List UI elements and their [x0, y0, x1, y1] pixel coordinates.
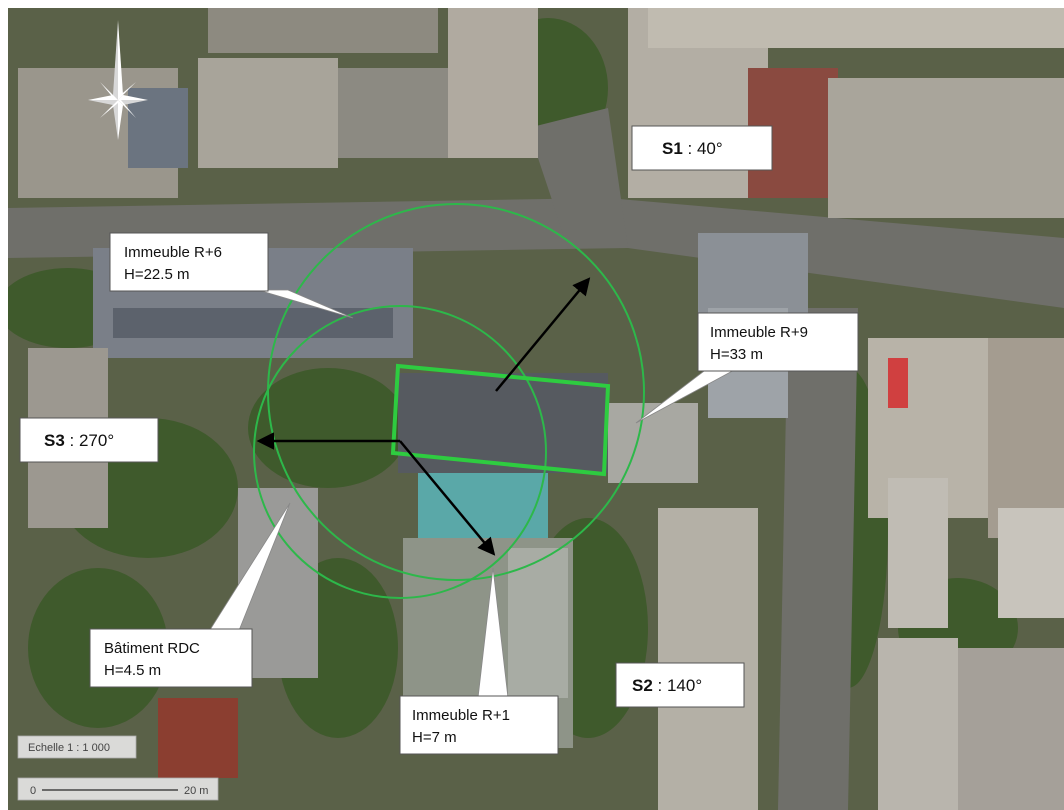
building-r6-name: Immeuble R+6: [124, 244, 222, 261]
sector-s3-sep: :: [65, 431, 79, 450]
svg-text:S3 : 270°: S3 : 270°: [44, 431, 114, 450]
svg-text:S1 : 40°: S1 : 40°: [662, 139, 723, 158]
sector-s2-arrow: [399, 440, 496, 556]
building-r9-name: Immeuble R+9: [710, 324, 808, 341]
sector-label-s3[interactable]: S3 : 270°: [19, 417, 159, 463]
scale-ratio: Echelle 1 : 1 000: [28, 742, 110, 754]
inner-radius-circle: [253, 305, 547, 599]
scale-widget: Echelle 1 : 1 000 0 20 m: [17, 735, 219, 801]
building-r6-height: H=22.5 m: [124, 266, 189, 283]
building-label-r9[interactable]: Immeuble R+9 H=33 m: [697, 312, 859, 372]
aerial-map[interactable]: S1 : 40° S2 : 140° S3 : 270° Immeuble R+…: [8, 8, 1064, 810]
sector-label-s2[interactable]: S2 : 140°: [615, 662, 745, 708]
sector-label-s1[interactable]: S1 : 40°: [631, 125, 773, 171]
sector-s3-angle: 270°: [79, 431, 114, 450]
sector-s1-angle: 40°: [697, 139, 723, 158]
building-r1-name: Immeuble R+1: [412, 707, 510, 724]
svg-text:S2 : 140°: S2 : 140°: [632, 676, 702, 695]
building-r9-height: H=33 m: [710, 346, 763, 363]
sector-s2-id: S2: [632, 676, 653, 695]
sports-court: [158, 698, 238, 778]
building-r9-roof: [608, 403, 698, 483]
compass-rose-icon: [88, 20, 148, 140]
building-rdc-height: H=4.5 m: [104, 662, 161, 679]
sector-s1-arrow: [495, 277, 591, 392]
study-circles: [253, 203, 645, 599]
sector-s2-angle: 140°: [667, 676, 702, 695]
sector-s1-sep: :: [683, 139, 697, 158]
building-rdc-name: Bâtiment RDC: [104, 640, 200, 657]
building-label-rdc[interactable]: Bâtiment RDC H=4.5 m: [89, 628, 253, 688]
sector-s1-id: S1: [662, 139, 683, 158]
roads: [8, 108, 1064, 810]
building-label-r6[interactable]: Immeuble R+6 H=22.5 m: [109, 232, 269, 292]
scale-end: 20 m: [184, 785, 208, 797]
sector-s3-id: S3: [44, 431, 65, 450]
sector-s2-sep: :: [653, 676, 667, 695]
outer-radius-circle: [267, 203, 645, 581]
buildings-layer: [18, 8, 1064, 810]
project-site-outline[interactable]: [390, 363, 611, 477]
building-r1-height: H=7 m: [412, 729, 457, 746]
sector-arrows: [256, 277, 591, 556]
scale-start: 0: [30, 785, 36, 797]
building-label-r1[interactable]: Immeuble R+1 H=7 m: [399, 695, 559, 755]
callout-pointers: [207, 289, 739, 699]
